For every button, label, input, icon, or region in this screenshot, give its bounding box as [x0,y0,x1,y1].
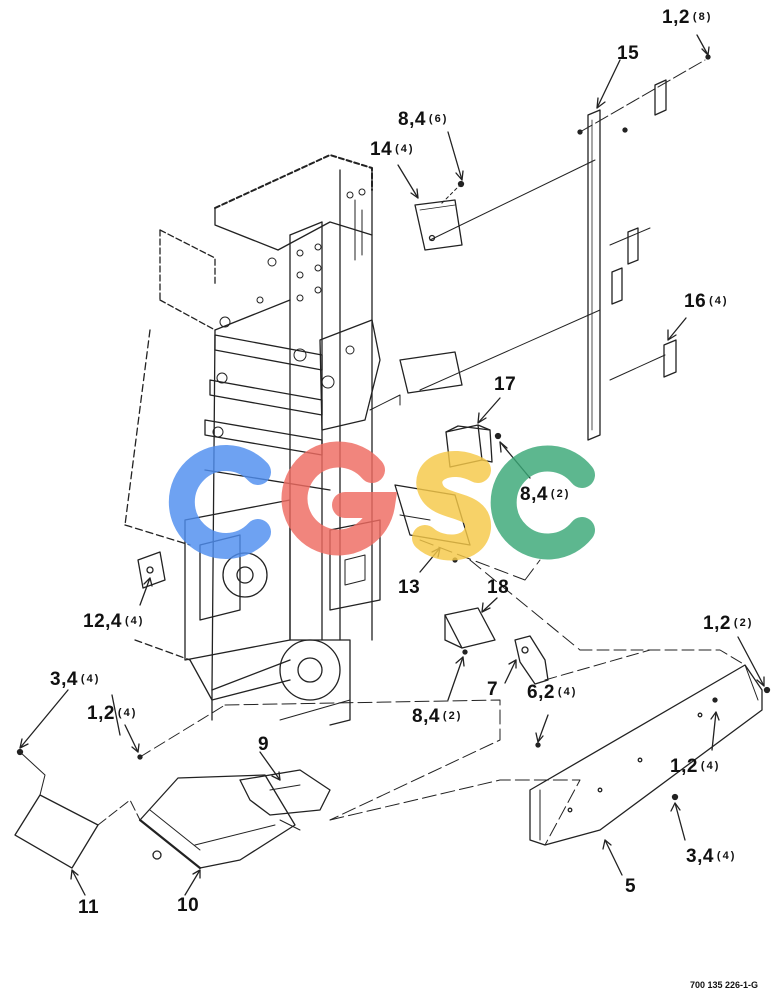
callout-1-2-qty4-right: 1,2(4) [670,757,720,776]
callout-number: 9 [258,734,270,755]
callout-number: 16 [684,291,707,312]
callout-3-4-right: 3,4(4) [686,847,736,866]
callout-quantity: (4) [395,143,415,155]
callout-14: 14(4) [370,140,415,159]
part-middle-bracket [369,351,463,411]
callout-number: 3,4 [686,846,714,867]
callout-number: 13 [398,577,421,598]
watermark-letter-c2 [490,445,595,560]
callout-3-4-left: 3,4(4) [50,670,100,689]
callout-number: 17 [494,374,517,395]
callout-number: 5 [625,876,637,897]
part-11-panel [14,704,226,869]
callout-quantity: (2) [442,710,463,722]
callout-13: 13 [398,578,420,597]
part-7-bracket [514,635,549,685]
callout-15: 15 [617,44,639,63]
callout-number: 6,2 [527,682,555,703]
callout-5: 5 [625,877,636,896]
callout-9: 9 [258,735,269,754]
callout-quantity: (6) [428,113,449,125]
callout-11: 11 [78,898,99,917]
part-12-switch [137,551,166,589]
part-9-shield [224,699,581,846]
callout-10: 10 [177,896,199,915]
drawing-number: 700 135 226-1-G [690,980,759,990]
part-5-panel [469,559,771,846]
callout-quantity: (4) [709,295,729,307]
callout-17: 17 [494,375,516,394]
callout-number: 8,4 [412,706,440,727]
watermark-letter-g [281,441,398,556]
callout-number: 10 [177,895,200,916]
watermark-letter-c1 [168,445,271,559]
callout-number: 3,4 [50,669,78,690]
callout-12-4: 12,4(4) [83,612,144,631]
callout-7: 7 [487,680,498,699]
callout-1-2-qty2: 1,2(2) [703,614,753,633]
part-14-bracket [414,180,465,251]
callout-number: 14 [370,139,393,160]
main-housing-frame [124,154,381,726]
callout-number: 1,2 [670,756,698,777]
part-10-panel [138,774,301,870]
callout-quantity: (4) [124,615,145,627]
callout-6-2: 6,2(4) [527,683,577,702]
callout-number: 12,4 [83,611,122,632]
callout-1-2-qty4-left: 1,2(4) [87,704,137,723]
callout-quantity: (4) [557,686,578,698]
callout-number: 11 [78,897,100,918]
callout-18: 18 [487,578,509,597]
callout-16: 16(4) [684,292,729,311]
callout-number: 15 [617,43,640,64]
callout-number: 1,2 [662,7,690,28]
callout-quantity: (4) [80,673,101,685]
callout-quantity: (4) [700,760,721,772]
callout-quantity: (8) [692,11,713,23]
callout-quantity: (4) [716,850,737,862]
callout-8-4-qty6: 8,4(6) [398,110,448,129]
callout-1-2-qty8: 1,2(8) [662,8,712,27]
callout-8-4-qty2-lower: 8,4(2) [412,707,462,726]
callout-quantity: (2) [550,488,571,500]
callout-8-4-qty2-upper: 8,4(2) [520,485,570,504]
callout-number: 18 [487,577,510,598]
callout-number: 8,4 [520,484,548,505]
callout-quantity: (4) [117,707,138,719]
callout-number: 7 [487,679,499,700]
watermark-letter-s [412,450,491,561]
callout-quantity: (2) [733,617,754,629]
part-15-vertical-bar [419,54,711,441]
part-18-bracket [444,607,496,655]
callout-number: 8,4 [398,109,426,130]
callout-number: 1,2 [703,613,731,634]
callout-number: 1,2 [87,703,115,724]
